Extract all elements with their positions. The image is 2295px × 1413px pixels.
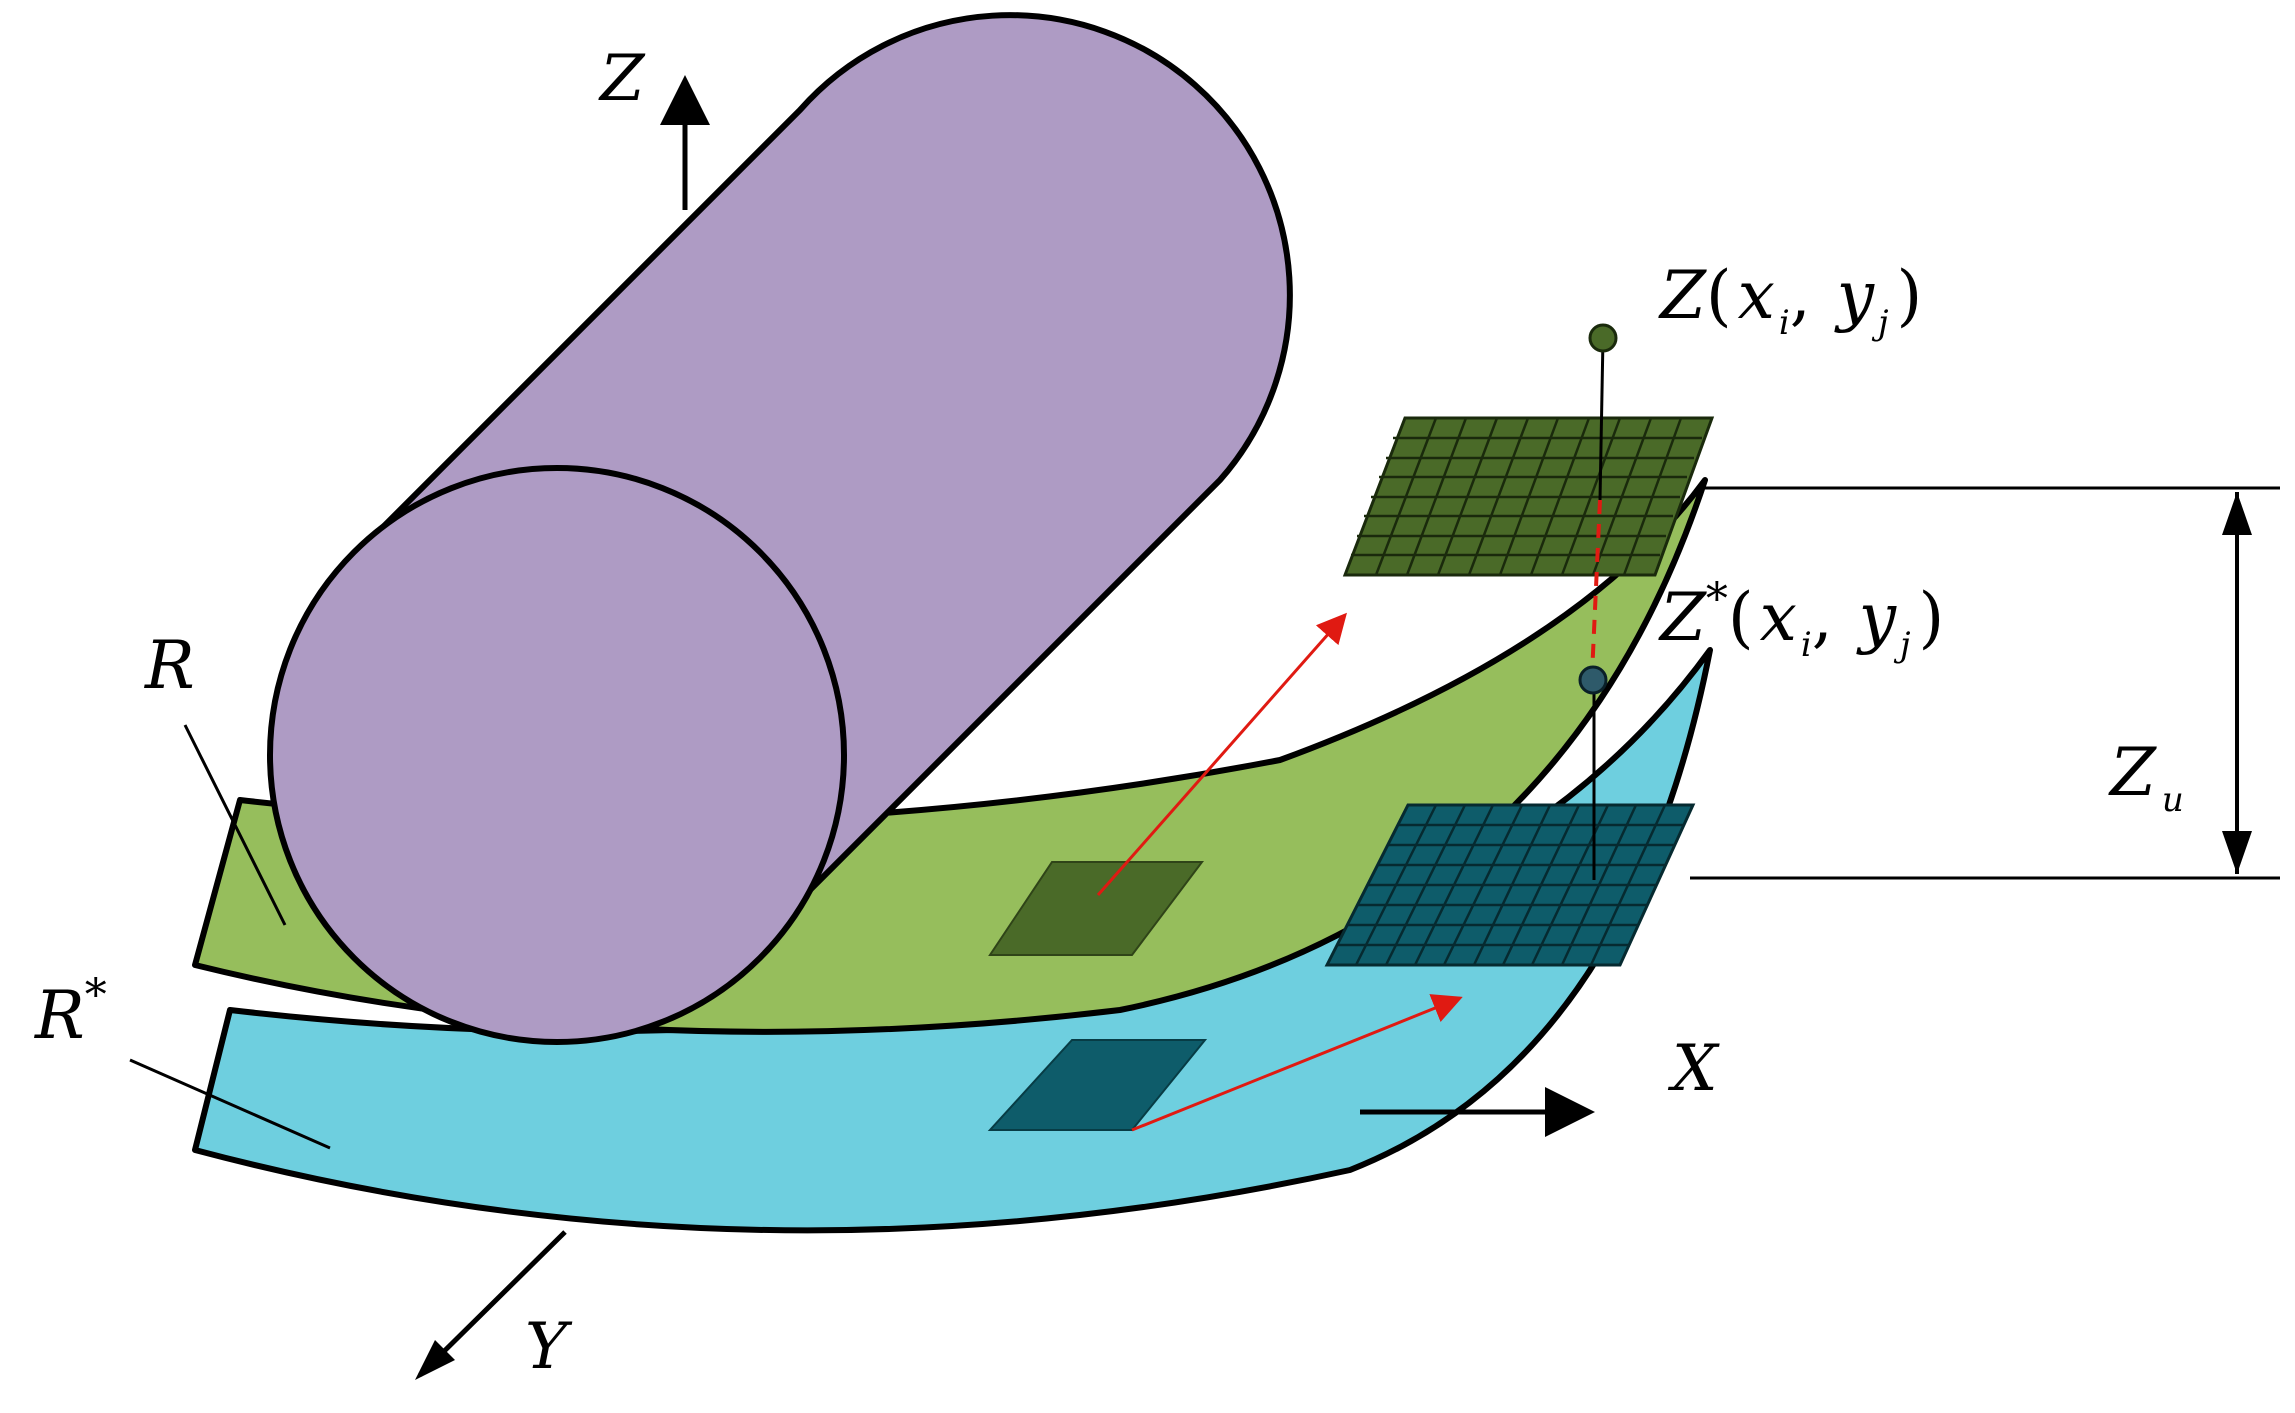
point-z-star-sup: * xyxy=(1706,574,1728,625)
vector-r-to-grid xyxy=(1096,612,1347,896)
dimension-arrowhead-bottom xyxy=(2222,831,2252,874)
zu-main: Z xyxy=(2108,734,2157,811)
x-axis-label: X xyxy=(1667,1032,1720,1106)
surface-r-star-label: R* xyxy=(34,970,107,1054)
projection-dashed xyxy=(1590,499,1602,676)
r-leader-line xyxy=(183,724,287,926)
point-z-star-y: y xyxy=(1856,579,1897,656)
r-star-leader-line xyxy=(129,1058,331,1150)
z-axis-label: Z xyxy=(598,42,646,116)
point-z-open: ( xyxy=(1706,257,1732,334)
surface-r-star-sup: * xyxy=(85,970,107,1021)
dimension-arrowhead-top xyxy=(2222,492,2252,535)
point-z-y: y xyxy=(1834,257,1875,334)
grid-top xyxy=(1342,416,1715,577)
vector-r-star-to-grid xyxy=(1131,994,1463,1132)
point-z-star xyxy=(1578,665,1608,695)
zu-sub: u xyxy=(2162,780,2184,820)
cylinder-end-face xyxy=(267,465,847,1045)
point-z-close: ) xyxy=(1897,257,1923,334)
point-z-star-close: ) xyxy=(1919,579,1945,656)
point-z-x-sub: i xyxy=(1779,303,1790,343)
point-z-star-main: Z xyxy=(1658,579,1707,656)
point-z-star-x-sub: i xyxy=(1801,625,1812,665)
point-z-star-x: x xyxy=(1760,579,1797,656)
y-axis-arrowhead xyxy=(415,1340,455,1380)
surface-r-label: R xyxy=(144,627,195,704)
projection-line-upper xyxy=(1598,337,1605,501)
surface-r-star-main: R xyxy=(34,977,85,1054)
point-z-comma: , xyxy=(1790,257,1811,334)
point-z-x: x xyxy=(1738,257,1775,334)
y-axis-label: Y xyxy=(525,1310,573,1384)
point-z-star-comma: , xyxy=(1812,579,1833,656)
point-z-main: Z xyxy=(1658,257,1707,334)
point-z xyxy=(1588,323,1618,353)
grid-bottom xyxy=(1324,803,1696,967)
patch-on-r xyxy=(988,861,1205,956)
point-z-star-open: ( xyxy=(1728,579,1754,656)
